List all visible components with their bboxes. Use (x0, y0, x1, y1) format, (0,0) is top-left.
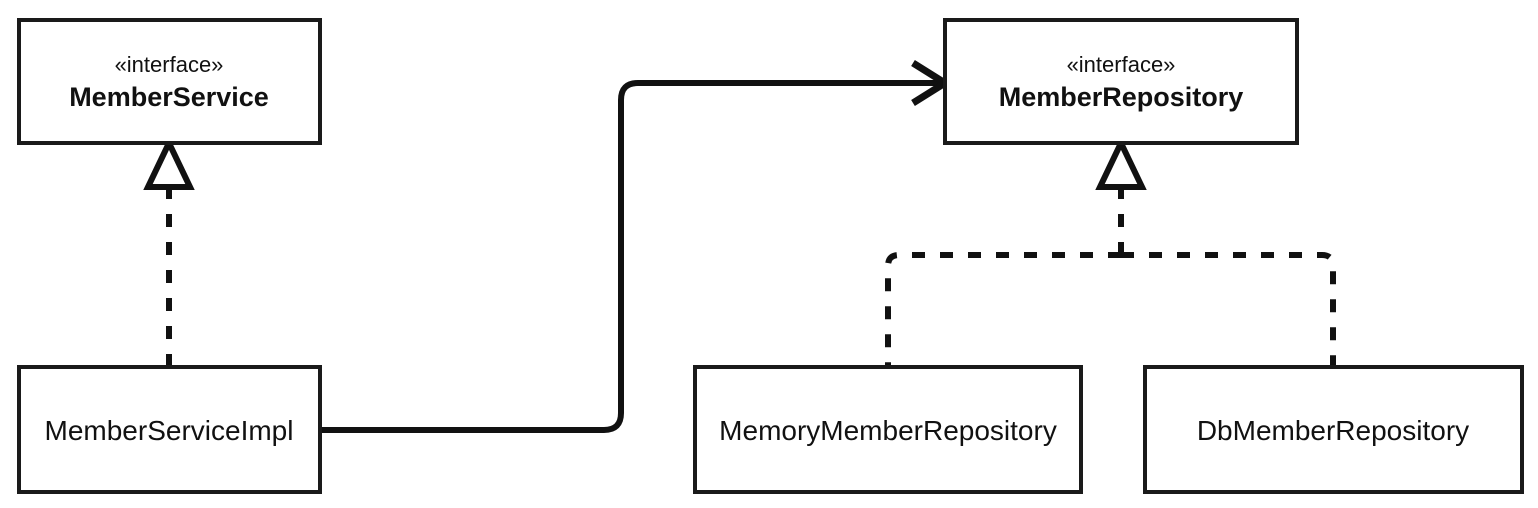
hollow-triangle-icon (143, 136, 195, 190)
member-repository-box[interactable] (943, 18, 1299, 145)
realization-branch-memory (885, 252, 1121, 367)
member-repository-name: MemberRepository (999, 82, 1244, 112)
edge-repository-realization-tree (885, 136, 1336, 367)
node-member-service-impl[interactable]: MemberServiceImpl (17, 365, 322, 494)
hollow-triangle-icon (1095, 136, 1147, 190)
memory-member-repository-box[interactable] (693, 365, 1083, 494)
association-line (320, 80, 941, 433)
node-db-member-repository[interactable]: DbMemberRepository (1143, 365, 1524, 494)
member-service-impl-box[interactable] (17, 365, 322, 494)
memory-member-repository-name: MemoryMemberRepository (719, 415, 1057, 446)
member-service-box[interactable] (17, 18, 322, 145)
member-service-impl-name: MemberServiceImpl (45, 415, 294, 446)
member-service-name: MemberService (69, 82, 269, 112)
realization-branch-db (1121, 252, 1336, 367)
db-member-repository-box[interactable] (1143, 365, 1524, 494)
node-member-service[interactable]: «interface» MemberService (17, 18, 322, 145)
member-service-stereotype: «interface» (115, 52, 224, 77)
db-member-repository-name: DbMemberRepository (1197, 415, 1469, 446)
node-memory-member-repository[interactable]: MemoryMemberRepository (693, 365, 1083, 494)
member-repository-stereotype: «interface» (1067, 52, 1176, 77)
edge-impl-realizes-service (143, 136, 195, 367)
node-member-repository[interactable]: «interface» MemberRepository (943, 18, 1299, 145)
